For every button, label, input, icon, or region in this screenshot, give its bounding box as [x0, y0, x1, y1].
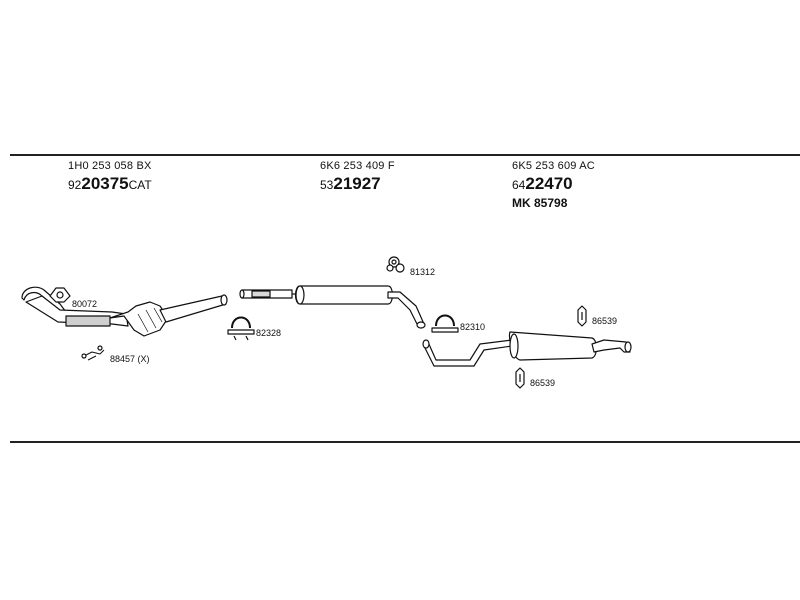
- clamp-label: 82328: [256, 328, 281, 338]
- rubber-hanger-icon: [515, 367, 525, 389]
- gasket-label: 80072: [72, 299, 97, 309]
- part-number-main: 22470: [525, 174, 573, 193]
- part-number-main: 20375: [81, 174, 129, 193]
- rear-silencer: [422, 331, 632, 367]
- part-group-front-pipe: 1H0 253 058 BX 9220375CAT: [68, 160, 152, 194]
- center-silencer: [239, 285, 426, 329]
- mounting-kit-label: 88457 (X): [110, 354, 150, 364]
- rubber-hanger-icon: [577, 305, 587, 327]
- part-number-main: 21927: [333, 174, 381, 193]
- clamp-label: 82310: [460, 322, 485, 332]
- part-number: 6422470: [512, 174, 595, 194]
- rubber-hanger-label: 86539: [530, 378, 555, 388]
- part-number: 9220375CAT: [68, 174, 152, 194]
- top-divider: [10, 154, 800, 156]
- front-pipe-catalyst: [21, 286, 228, 337]
- clamp-icon: [431, 314, 459, 333]
- bottom-divider: [10, 441, 800, 443]
- part-number: 5321927: [320, 174, 395, 194]
- part-number-suffix: CAT: [128, 178, 152, 192]
- gasket-icon: [49, 287, 71, 303]
- part-group-rear-silencer: 6K5 253 609 AC 6422470 MK 85798: [512, 160, 595, 210]
- mounting-kit-icon: [81, 345, 105, 361]
- ring-label: 81312: [410, 267, 435, 277]
- oem-number: 1H0 253 058 BX: [68, 160, 152, 172]
- clamp-icon: [227, 316, 255, 341]
- mounting-kit-number: MK 85798: [512, 196, 568, 210]
- part-number-prefix: 53: [320, 178, 334, 192]
- ring-icon: [386, 256, 405, 273]
- part-number-prefix: 64: [512, 178, 526, 192]
- oem-number: 6K5 253 609 AC: [512, 160, 595, 172]
- part-group-center-silencer: 6K6 253 409 F 5321927: [320, 160, 395, 194]
- rubber-hanger-label: 86539: [592, 316, 617, 326]
- oem-number: 6K6 253 409 F: [320, 160, 395, 172]
- part-number-prefix: 92: [68, 178, 82, 192]
